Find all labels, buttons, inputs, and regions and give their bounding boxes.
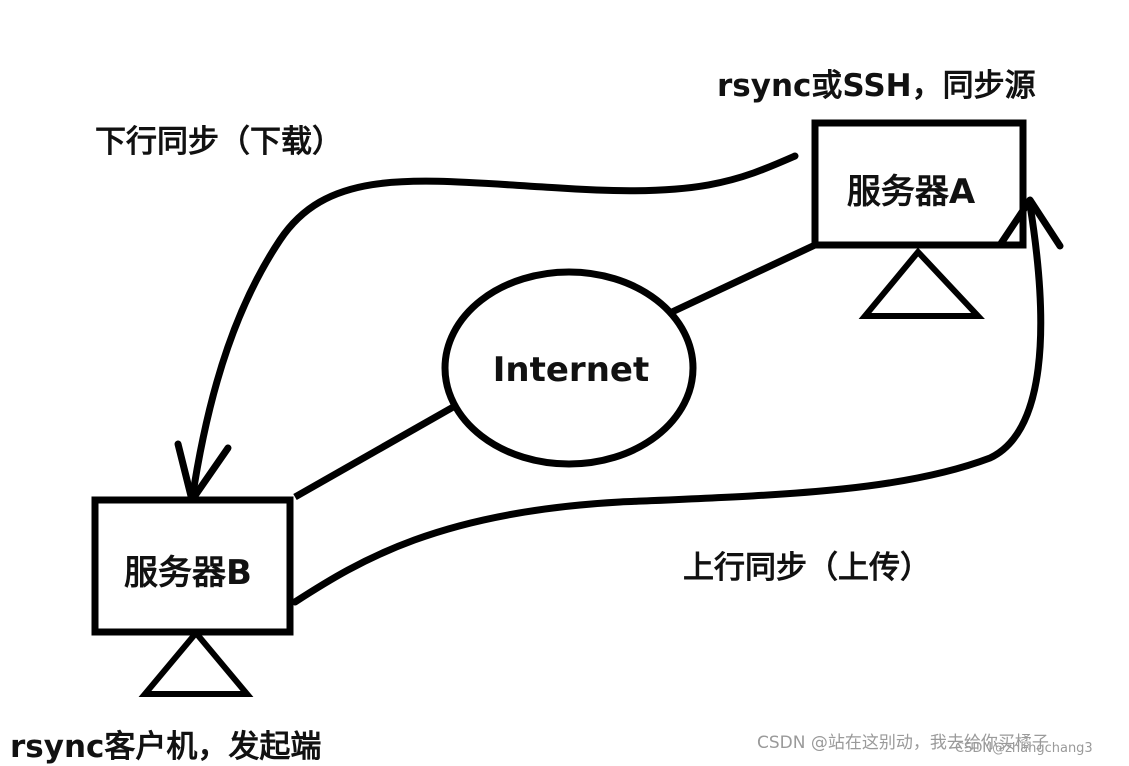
internet-label: Internet bbox=[493, 350, 649, 390]
server-b-stand bbox=[138, 628, 254, 697]
source-caption: rsync或SSH，同步源 bbox=[717, 68, 1036, 104]
upload-arrow bbox=[291, 201, 1045, 606]
server-a-stand bbox=[858, 247, 985, 319]
upload-caption: 上行同步（上传） bbox=[683, 550, 931, 586]
server-a-label: 服务器A bbox=[847, 172, 976, 212]
watermark-secondary: CSDN@zhangchang3 bbox=[955, 741, 1093, 756]
link-internet-server-b bbox=[293, 402, 457, 501]
link-internet-server-a bbox=[670, 241, 817, 316]
watermark-primary: CSDN @站在这别动，我去给你买橘子 bbox=[757, 733, 1049, 753]
server-a-box bbox=[811, 119, 1027, 249]
download-arrow bbox=[188, 152, 799, 504]
download-caption: 下行同步（下载） bbox=[95, 124, 343, 160]
client-caption: rsync客户机，发起端 bbox=[10, 729, 321, 765]
upload-arrowhead bbox=[996, 196, 1064, 250]
download-arrowhead bbox=[174, 440, 232, 504]
internet-cloud bbox=[441, 268, 697, 468]
server-b-label: 服务器B bbox=[124, 553, 252, 593]
